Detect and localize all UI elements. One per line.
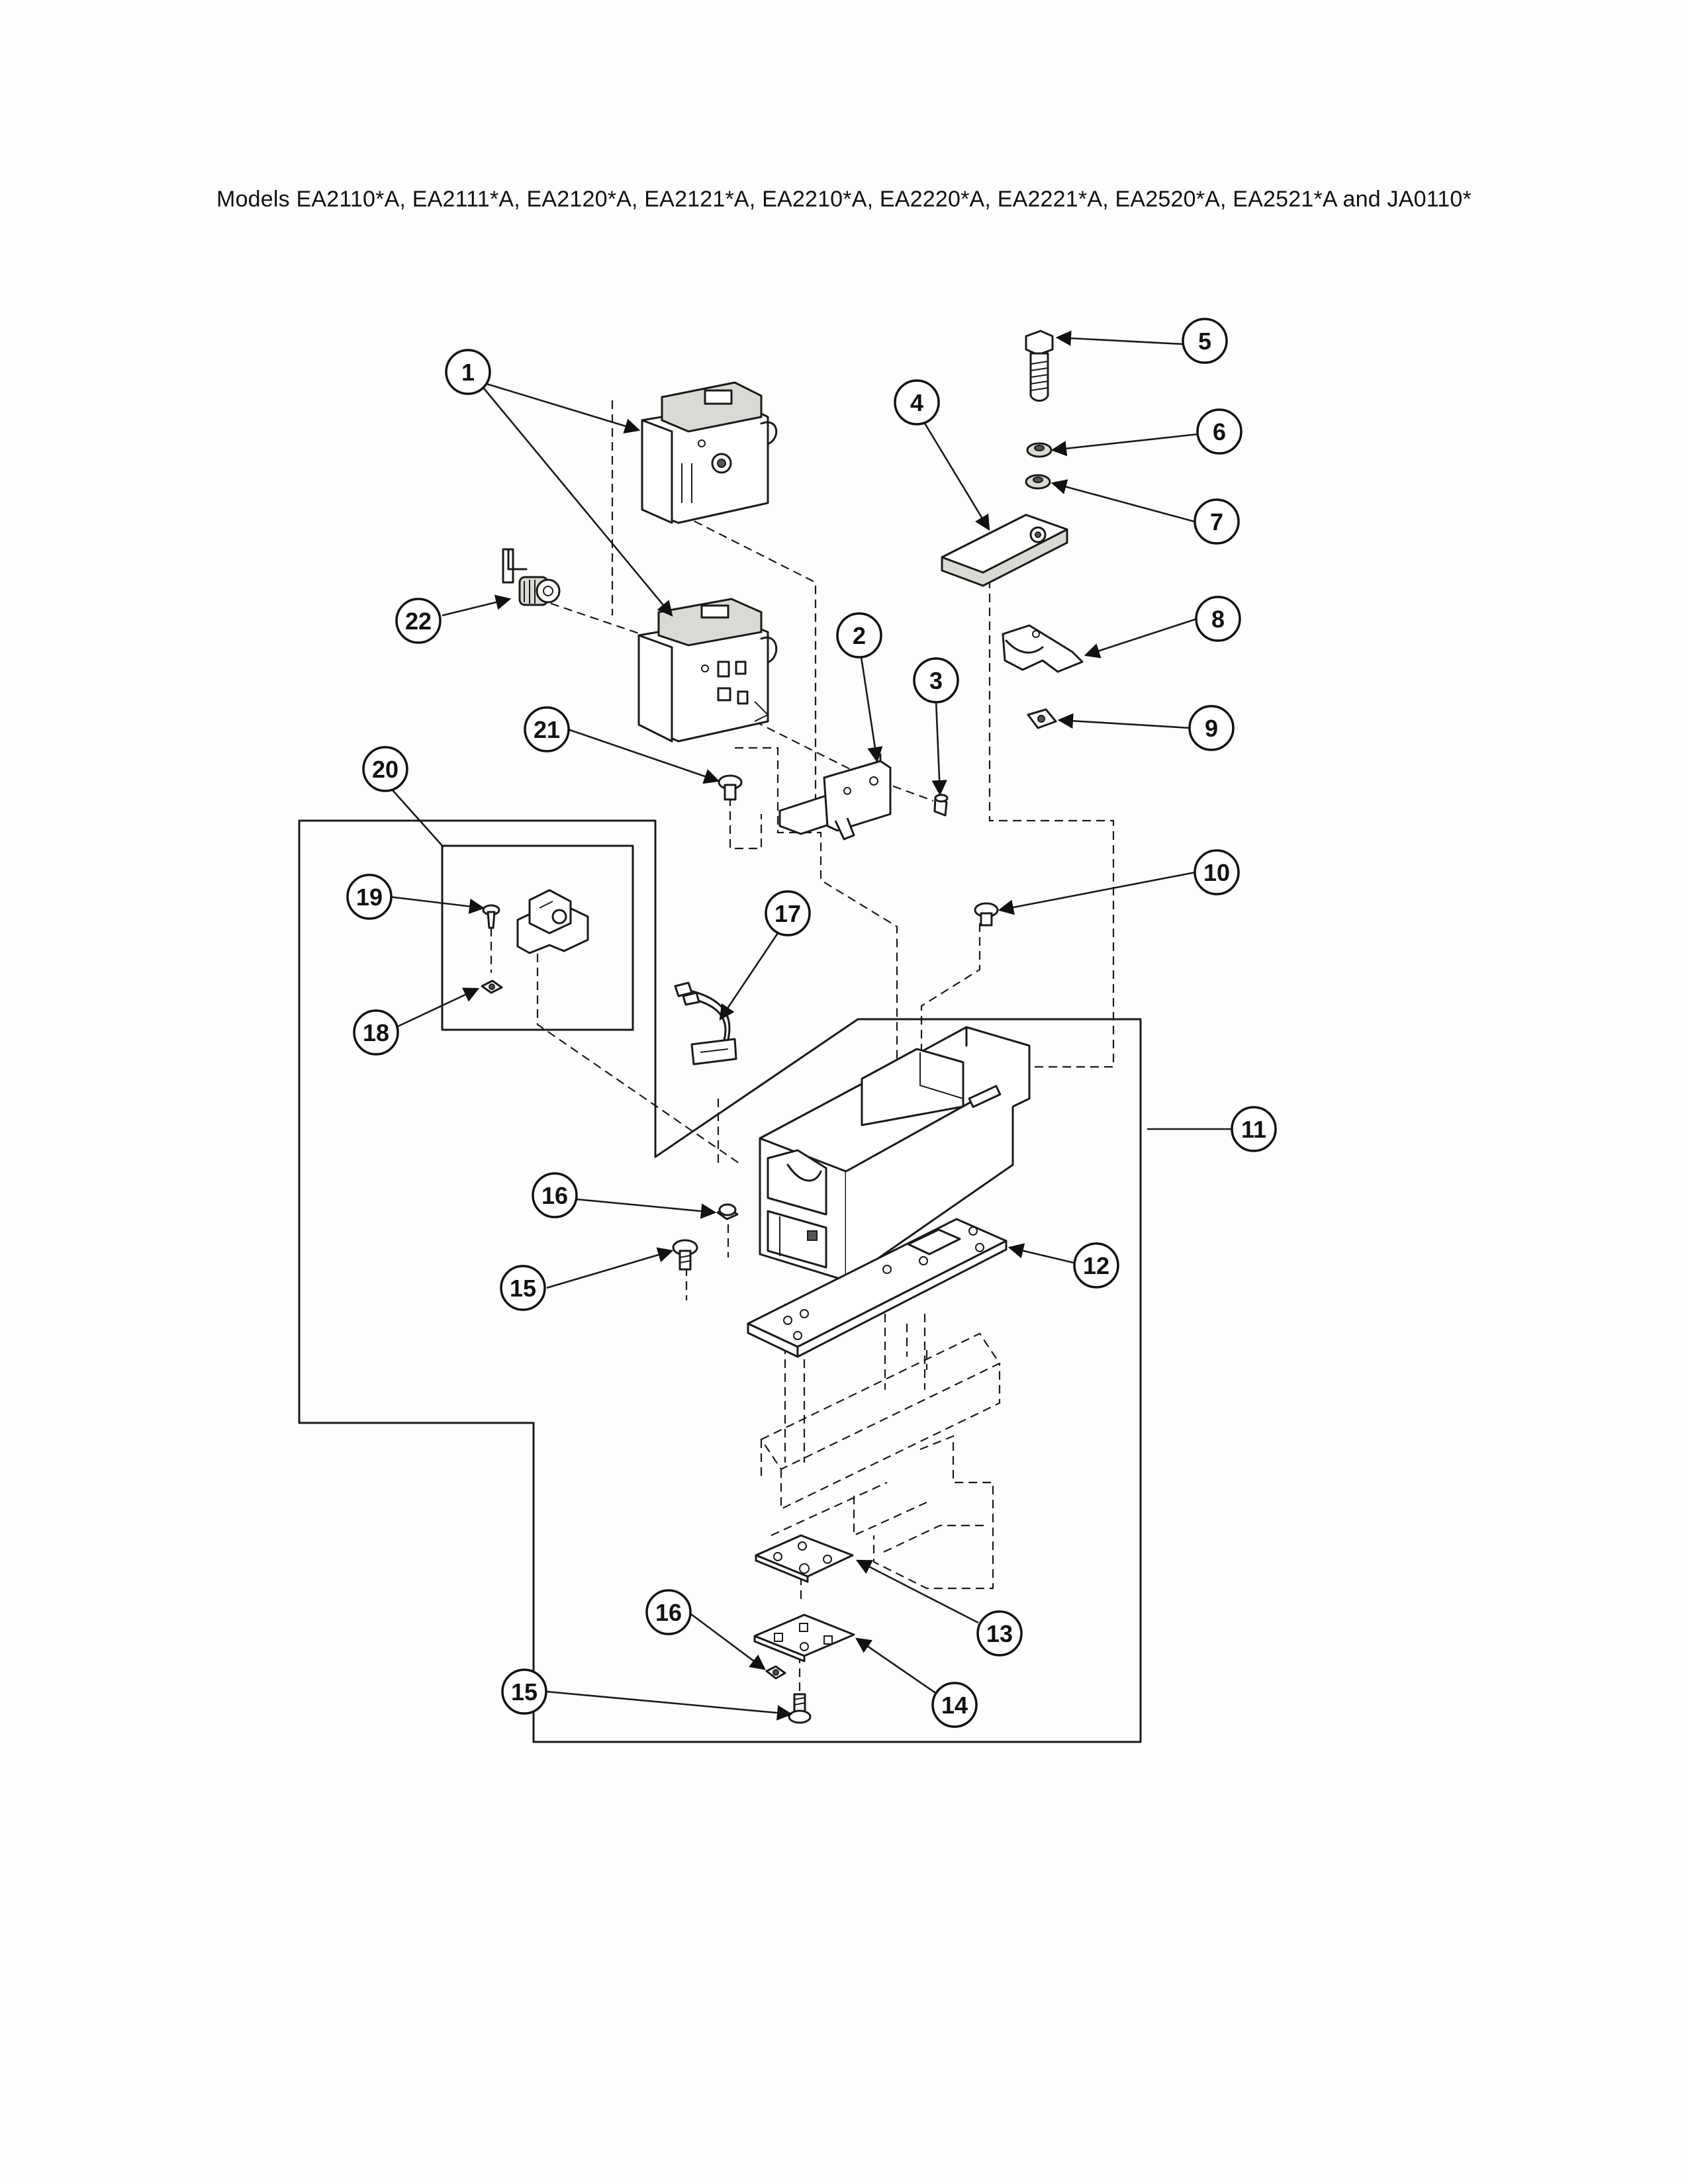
screw-part-3 (933, 794, 949, 817)
screw-part-15-upper (672, 1239, 698, 1271)
callout-15-label: 15 (510, 1275, 536, 1302)
callout-14: 14 (931, 1682, 978, 1728)
callout-15-lower-label: 15 (511, 1678, 538, 1706)
callout-20: 20 (362, 746, 408, 792)
callout-22: 22 (395, 598, 442, 644)
timer-module-upper (641, 381, 778, 524)
wire-harness-part (674, 981, 737, 1066)
callout-4-label: 4 (910, 389, 923, 416)
screw-part-19 (482, 904, 500, 929)
callout-5: 5 (1182, 318, 1228, 364)
callout-10: 10 (1194, 849, 1240, 895)
callout-3: 3 (913, 657, 959, 704)
door-lock-bracket-part (516, 889, 589, 954)
callout-21-label: 21 (534, 716, 560, 743)
callout-11: 11 (1231, 1106, 1277, 1152)
callout-7: 7 (1194, 498, 1240, 545)
timer-module-lower (637, 598, 778, 743)
control-housing-part (759, 1026, 1031, 1282)
callout-16-label: 16 (541, 1182, 568, 1209)
callout-11-label: 11 (1241, 1116, 1266, 1143)
page-title: Models EA2110*A, EA2111*A, EA2120*A, EA2… (216, 187, 1472, 212)
group-20-boundary (441, 844, 634, 1031)
callout-3-label: 3 (929, 667, 943, 694)
callout-1: 1 (445, 349, 491, 395)
callout-6: 6 (1196, 408, 1243, 455)
group-11-boundary (298, 819, 1142, 1743)
nut-part-9 (1027, 708, 1057, 729)
callout-14-label: 14 (941, 1692, 968, 1719)
callout-20-label: 20 (372, 756, 399, 783)
callout-8-label: 8 (1211, 606, 1225, 633)
callout-13-label: 13 (986, 1620, 1013, 1647)
nut-part-18 (481, 979, 503, 994)
callout-16-lower-label: 16 (655, 1599, 682, 1626)
mounting-plate-part-14 (753, 1614, 855, 1662)
nut-part-16-lower (765, 1665, 786, 1680)
callout-15-lower: 15 (501, 1668, 547, 1715)
callout-17-label: 17 (774, 900, 801, 927)
callout-8: 8 (1195, 596, 1241, 642)
assembly-lines (490, 400, 1115, 1694)
mounting-plate-part-13 (755, 1534, 854, 1583)
callout-7-label: 7 (1210, 508, 1223, 535)
callout-10-label: 10 (1203, 859, 1230, 886)
callout-4: 4 (894, 379, 940, 426)
callout-16-lower: 16 (645, 1589, 692, 1635)
callout-12: 12 (1073, 1242, 1119, 1289)
callout-9: 9 (1188, 705, 1235, 751)
callout-1-label: 1 (461, 359, 475, 386)
switch-bracket-part (778, 750, 892, 841)
callout-19-label: 19 (356, 884, 383, 911)
callout-16: 16 (532, 1172, 578, 1218)
cover-plate-part (941, 514, 1068, 587)
callout-13: 13 (976, 1610, 1023, 1657)
screw-part-10 (974, 902, 999, 927)
callout-21: 21 (524, 706, 570, 752)
base-plate-part (747, 1218, 1008, 1358)
washer-part-7 (1025, 474, 1051, 490)
callout-17: 17 (765, 890, 811, 936)
callout-2: 2 (836, 612, 882, 659)
callout-2-label: 2 (853, 622, 866, 649)
clamp-part (1002, 624, 1084, 673)
callout-12-label: 12 (1083, 1252, 1109, 1279)
callout-15: 15 (500, 1265, 546, 1311)
callout-5-label: 5 (1198, 328, 1211, 355)
callout-18-label: 18 (363, 1019, 389, 1046)
screw-part-15-lower (788, 1693, 812, 1724)
screw-part-21 (718, 774, 743, 801)
callout-19: 19 (346, 874, 393, 920)
washer-part-6 (1026, 442, 1053, 458)
nut-part-16-upper (716, 1203, 739, 1220)
callout-22-label: 22 (405, 608, 432, 635)
solenoid-part (502, 548, 561, 606)
callout-9-label: 9 (1205, 715, 1218, 742)
bolt-part (1025, 330, 1054, 402)
leader-lines (387, 330, 1231, 1721)
callout-18: 18 (353, 1009, 399, 1056)
callout-6-label: 6 (1213, 418, 1226, 445)
